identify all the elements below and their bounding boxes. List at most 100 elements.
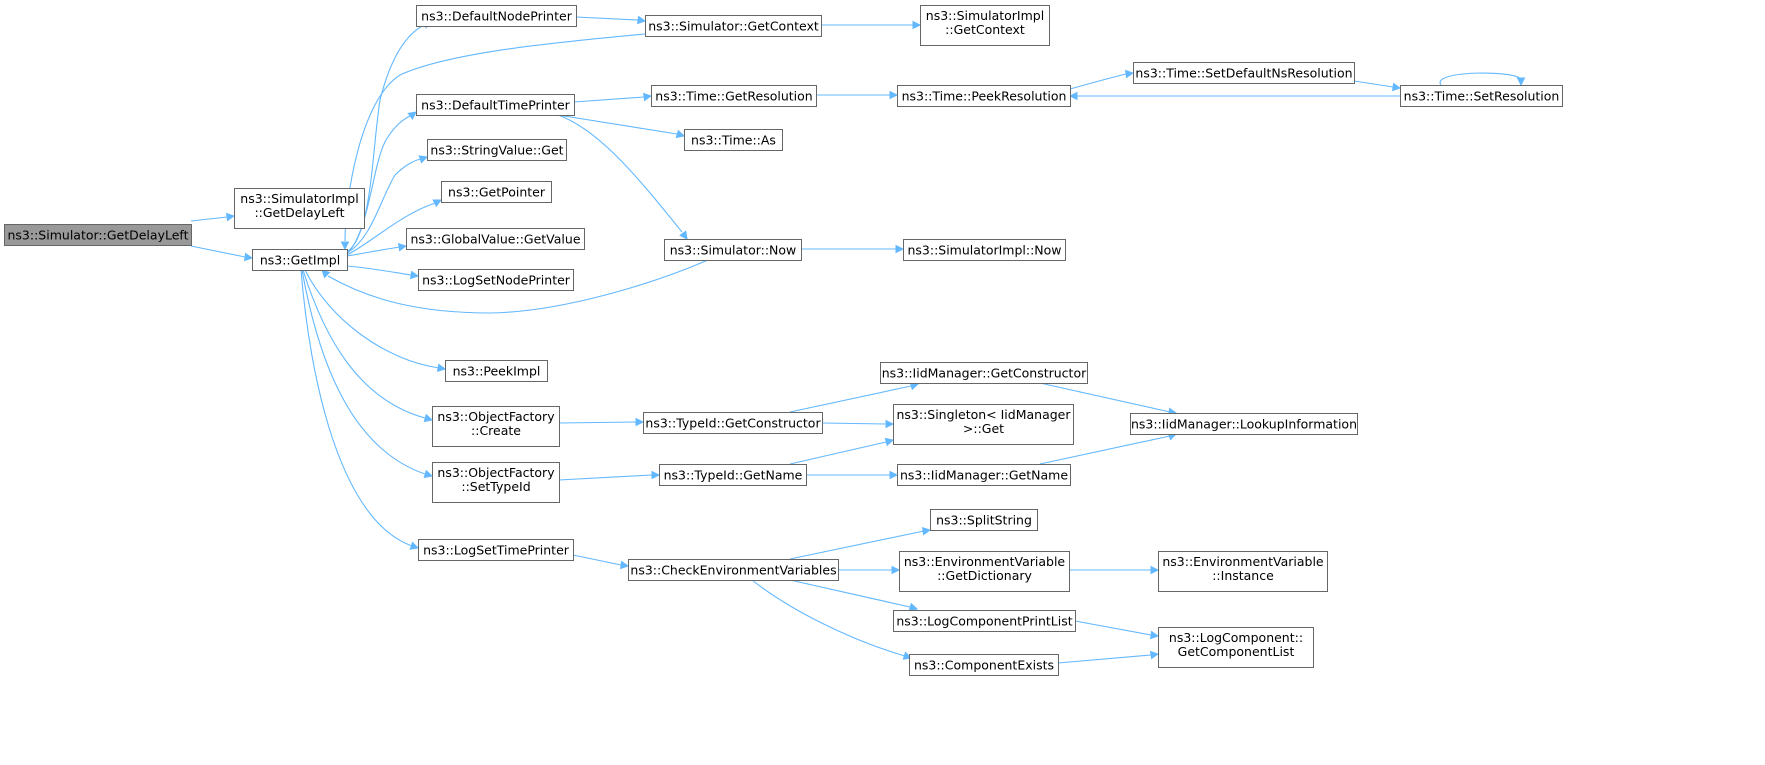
edge-ofCreate-to-tidCtor [558,417,645,427]
node-timeRes[interactable]: ns3::Time::GetResolution [651,85,817,107]
node-box [899,551,1070,592]
node-tidCtor[interactable]: ns3::TypeId::GetConstructor [643,412,823,434]
node-label: ns3::EnvironmentVariable [1162,554,1324,569]
node-iidCtor[interactable]: ns3::IidManager::GetConstructor [880,362,1088,384]
node-simNow[interactable]: ns3::Simulator::Now [664,239,802,261]
edge-checkEnv-to-split [789,526,932,560]
node-getImpl[interactable]: ns3::GetImpl [252,249,348,271]
node-iidName[interactable]: ns3::IidManager::GetName [897,464,1071,486]
edge-setRes-to-setRes [1439,72,1526,87]
node-label: ns3::ObjectFactory [437,409,555,424]
arrow-head-icon [1068,91,1078,101]
node-strGet[interactable]: ns3::StringValue::Get [427,139,567,161]
node-label: ns3::Singleton< IidManager [896,407,1071,422]
node-label: GetComponentList [1178,644,1295,659]
node-root[interactable]: ns3::Simulator::GetDelayLeft [4,224,192,246]
node-timeAs[interactable]: ns3::Time::As [684,129,783,151]
node-compList[interactable]: ns3::LogComponent::GetComponentList [1158,627,1314,668]
edge-simNow-to-getImpl [321,259,709,314]
node-box [880,362,1088,384]
edge-defTime-to-timeRes [573,92,653,103]
node-label: ::Create [471,423,521,438]
node-box [252,249,348,271]
edge-setRes-to-peekRes [1068,91,1400,101]
edge-simNow-to-implNow [801,244,905,254]
edge-tidCtor-to-singleton [821,419,895,429]
arrow-head-icon [642,92,653,102]
node-label: ::GetDelayLeft [254,205,344,220]
arrow-head-icon [225,212,236,222]
edge-defNode-to-simCtx [575,15,647,25]
edge-checkEnv-to-compExists [751,579,913,660]
node-simCtx[interactable]: ns3::Simulator::GetContext [645,15,822,37]
node-tidName[interactable]: ns3::TypeId::GetName [659,464,807,486]
node-box [903,239,1066,261]
arrow-head-icon [921,526,932,536]
node-envDict[interactable]: ns3::EnvironmentVariable::GetDictionary [899,551,1070,592]
edge-tidName-to-iidName [806,470,899,480]
node-label: ns3::LogSetTimePrinter [423,543,570,558]
edge-checkEnv-to-envDict [838,565,901,575]
node-box [432,462,560,503]
edge-getImpl-to-getPtr [346,199,442,256]
edge-root-to-getImpl [190,245,254,262]
node-implDelay[interactable]: ns3::SimulatorImpl::GetDelayLeft [234,188,365,229]
node-logTime[interactable]: ns3::LogSetTimePrinter [418,539,574,561]
node-setRes[interactable]: ns3::Time::SetResolution [1400,85,1563,107]
arrow-head-icon [340,241,350,251]
node-label: >::Get [963,421,1004,436]
edge-timeRes-to-peekRes [816,90,899,100]
edge-tidName-to-singleton [789,437,895,465]
node-label: ns3::ObjectFactory [437,465,555,480]
node-ofSetTid[interactable]: ns3::ObjectFactory::SetTypeId [432,462,560,503]
edge-ofSetTid-to-tidName [558,470,661,481]
arrow-head-icon [884,437,895,447]
arrow-head-icon [891,565,901,575]
node-label: ns3::Time::SetResolution [1404,89,1560,104]
node-logNode[interactable]: ns3::LogSetNodePrinter [418,269,574,291]
node-getPtr[interactable]: ns3::GetPointer [441,181,552,203]
node-box [418,539,574,561]
node-box [427,139,567,161]
node-split[interactable]: ns3::SplitString [930,509,1038,531]
node-label: ns3::GlobalValue::GetValue [410,232,580,247]
node-implNow[interactable]: ns3::SimulatorImpl::Now [903,239,1066,261]
node-box [645,15,822,37]
node-ofCreate[interactable]: ns3::ObjectFactory::Create [432,406,560,447]
node-label: ns3::Time::GetResolution [655,89,812,104]
node-label: ns3::CheckEnvironmentVariables [630,563,836,578]
node-envInst[interactable]: ns3::EnvironmentVariable::Instance [1158,551,1328,592]
node-lookup[interactable]: ns3::IidManager::LookupInformation [1130,413,1358,435]
node-box [897,464,1071,486]
arrow-head-icon [423,413,434,423]
arrow-head-icon [651,470,661,480]
node-label: ns3::SimulatorImpl::Now [907,243,1061,258]
node-label: ns3::IidManager::GetName [900,468,1068,483]
node-compExists[interactable]: ns3::ComponentExists [909,654,1059,676]
node-setDefNs[interactable]: ns3::Time::SetDefaultNsResolution [1133,62,1355,84]
node-box [234,188,365,229]
node-box [1133,62,1355,84]
node-implCtx[interactable]: ns3::SimulatorImpl::GetContext [920,5,1050,46]
node-defTime[interactable]: ns3::DefaultTimePrinter [416,94,575,116]
edge-setDefNs-to-setRes [1353,80,1402,92]
node-box [909,654,1059,676]
node-defNode[interactable]: ns3::DefaultNodePrinter [416,5,577,27]
arrow-head-icon [409,270,420,280]
node-gvGet[interactable]: ns3::GlobalValue::GetValue [406,228,585,250]
arrow-head-icon [321,269,331,279]
node-checkEnv[interactable]: ns3::CheckEnvironmentVariables [628,559,839,581]
arrow-head-icon [885,419,895,429]
node-peekImpl[interactable]: ns3::PeekImpl [445,360,548,382]
node-singleton[interactable]: ns3::Singleton< IidManager>::Get [893,404,1074,445]
node-logPrint[interactable]: ns3::LogComponentPrintList [893,610,1076,632]
node-box [1400,85,1563,107]
node-peekRes[interactable]: ns3::Time::PeekResolution [897,85,1071,107]
edge-envDict-to-envInst [1069,565,1160,575]
node-box [1130,413,1358,435]
node-box [920,5,1050,46]
node-label: ns3::Simulator::GetContext [648,19,819,34]
node-label: ns3::ComponentExists [914,658,1054,673]
node-box [432,406,560,447]
